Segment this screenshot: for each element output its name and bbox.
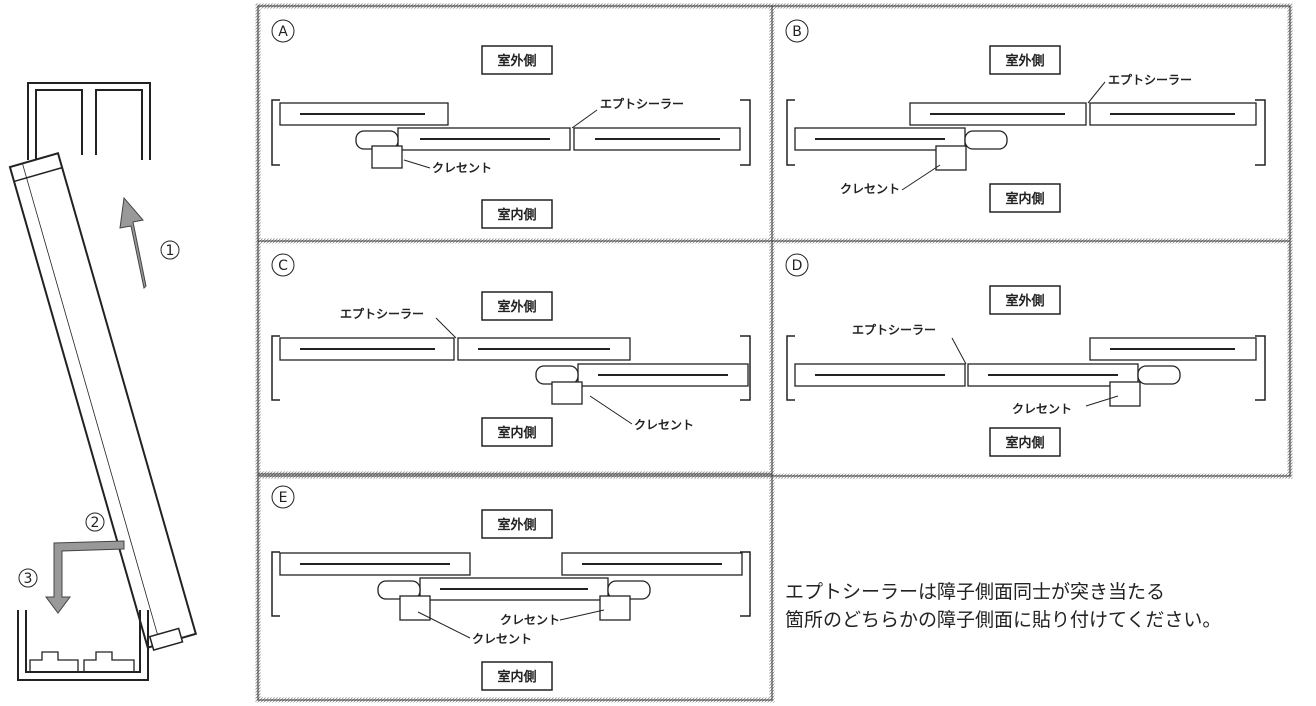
panel-e-indoor-label: 室内側	[497, 669, 536, 685]
panel-c-outdoor-box	[481, 291, 553, 321]
tilted-sash	[8, 151, 198, 652]
panel-e-crescent-left-label: クレセント	[472, 632, 532, 646]
panel-b-outdoor-label: 室外側	[1005, 53, 1044, 69]
panel-c-sealer-label: エプトシーラー	[340, 306, 424, 321]
panel-a-crescent-label: クレセント	[432, 161, 492, 175]
panel-b-letter: B	[792, 24, 802, 40]
instruction-note: エプトシーラーは障子側面同士が突き当たる 箇所のどちらかの障子側面に貼り付けてく…	[785, 581, 1221, 631]
panel-a: A 室外側 室内側 エプトシーラー クレセント	[271, 19, 751, 229]
panel-e-outdoor-box	[481, 509, 553, 539]
panel-c-letter: C	[278, 258, 288, 274]
panel-d-crescent	[1109, 381, 1141, 407]
panel-b-outdoor-box	[989, 45, 1061, 75]
step-1-circle	[160, 240, 180, 260]
panel-d-outdoor-label: 室外側	[1005, 293, 1044, 309]
panel-d-indoor-box	[989, 427, 1061, 457]
panel-b-crescent	[935, 145, 967, 171]
panel-d-sealer-label: エプトシーラー	[852, 322, 936, 337]
panel-a-indoor-label: 室内側	[497, 207, 536, 223]
panel-d: D 室外側 室内側 エプトシーラー クレセント	[785, 253, 1266, 457]
step-2-label: 2	[91, 515, 100, 531]
bottom-rail	[17, 610, 149, 681]
panel-a-crescent	[371, 145, 403, 169]
panel-e-letter-circle	[271, 485, 295, 509]
panel-d-letter-circle	[785, 253, 809, 277]
panel-c-indoor-label: 室内側	[497, 425, 536, 441]
panel-a-outdoor-label: 室外側	[497, 53, 536, 69]
panel-d-indoor-label: 室内側	[1005, 435, 1044, 451]
panel-d-outdoor-box	[989, 285, 1061, 315]
panel-c: C 室外側 室内側 エプトシーラー クレセント	[271, 253, 751, 447]
panel-c-outdoor-label: 室外側	[497, 299, 536, 315]
panel-d-crescent-label: クレセント	[1012, 402, 1072, 416]
panel-b: B 室外側 室内側 エプトシーラー クレセント	[785, 19, 1266, 213]
panel-e-crescent-right	[599, 595, 631, 621]
panel-e-crescent-left	[399, 595, 431, 621]
panel-a-letter-circle	[271, 19, 295, 43]
panel-e-crescent-right-label: クレセント	[500, 613, 560, 627]
panel-e: E 室外側 室内側 クレセント クレセント	[271, 485, 751, 691]
panel-c-crescent-label: クレセント	[634, 418, 694, 432]
panel-b-indoor-box	[989, 183, 1061, 213]
panel-b-indoor-label: 室内側	[1005, 191, 1044, 207]
panel-b-crescent-label: クレセント	[840, 182, 900, 196]
step-2-circle	[85, 512, 105, 532]
panel-grid	[255, 3, 1293, 703]
panel-c-crescent	[551, 381, 583, 405]
arrow-step-2-3	[45, 540, 125, 614]
note-line-2: 箇所のどちらかの障子側面に貼り付けてください。	[785, 609, 1221, 631]
panel-e-letter: E	[279, 490, 288, 506]
arrow-step-1	[119, 196, 147, 290]
note-line-1: エプトシーラーは障子側面同士が突き当たる	[785, 581, 1165, 603]
panel-d-letter: D	[792, 258, 803, 274]
panel-b-letter-circle	[785, 19, 809, 43]
panel-a-indoor-box	[481, 199, 553, 229]
panel-a-letter: A	[278, 24, 288, 40]
panel-b-sealer-label: エプトシーラー	[1108, 72, 1192, 87]
panel-e-indoor-box	[481, 661, 553, 691]
panel-e-outdoor-label: 室外側	[497, 517, 536, 533]
step-1-label: 1	[166, 243, 175, 259]
panel-c-letter-circle	[271, 253, 295, 277]
top-rail	[27, 82, 151, 160]
step-3-circle	[18, 568, 38, 588]
panel-a-sealer-label: エプトシーラー	[600, 96, 684, 111]
sash-installation-diagram: 1 2 3	[8, 82, 198, 681]
step-3-label: 3	[24, 571, 33, 587]
panel-a-outdoor-box	[481, 45, 553, 75]
panel-c-indoor-box	[481, 417, 553, 447]
